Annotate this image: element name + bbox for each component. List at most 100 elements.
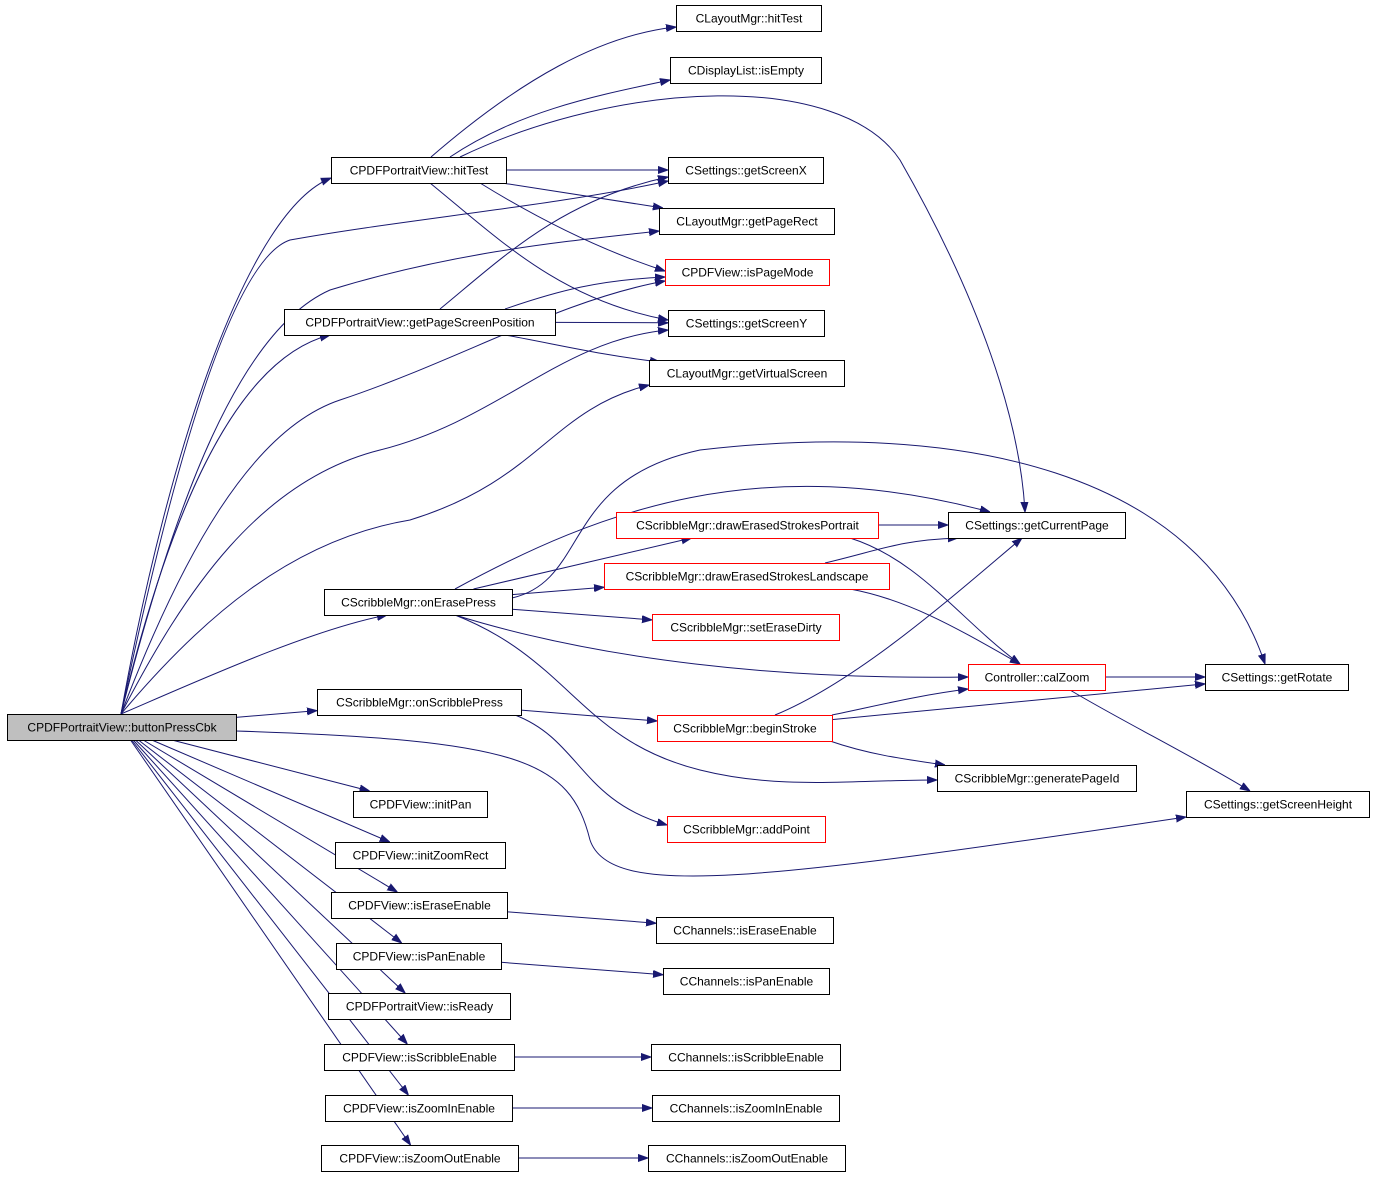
node-ch-isEraseEnable[interactable]: CChannels::isEraseEnable bbox=[656, 917, 834, 944]
edge-root-to-isZoomOutEnable bbox=[130, 739, 411, 1145]
node-getScreenX[interactable]: CSettings::getScreenX bbox=[668, 157, 824, 184]
edge-root-to-getPageScreenPosition bbox=[120, 335, 330, 715]
node-label: CSettings::getScreenHeight bbox=[1204, 798, 1353, 812]
node-addPoint[interactable]: CScribbleMgr::addPoint bbox=[667, 816, 826, 843]
node-label: CSettings::getRotate bbox=[1222, 671, 1333, 685]
edge-onScribblePress-to-beginStroke bbox=[520, 709, 657, 721]
node-root: CPDFPortraitView::buttonPressCbk bbox=[7, 714, 237, 741]
edge-hitTest-to-dl_isEmpty bbox=[449, 80, 670, 158]
node-getScreenY[interactable]: CSettings::getScreenY bbox=[668, 310, 825, 337]
node-isReady[interactable]: CPDFPortraitView::isReady bbox=[328, 993, 511, 1020]
node-isEraseEnable[interactable]: CPDFView::isEraseEnable bbox=[331, 892, 508, 919]
node-getScreenHeight[interactable]: CSettings::getScreenHeight bbox=[1186, 791, 1370, 818]
node-label: CScribbleMgr::generatePageId bbox=[955, 772, 1120, 786]
node-ch-isScribbleEnable[interactable]: CChannels::isScribbleEnable bbox=[651, 1044, 841, 1071]
node-drawELandscape[interactable]: CScribbleMgr::drawErasedStrokesLandscape bbox=[604, 563, 890, 590]
node-isZoomInEnable[interactable]: CPDFView::isZoomInEnable bbox=[325, 1095, 513, 1122]
edge-onErasePress-to-generatePageId bbox=[454, 614, 937, 783]
node-box bbox=[652, 614, 840, 641]
edge-beginStroke-to-generatePageId bbox=[829, 740, 945, 765]
node-label: CChannels::isZoomInEnable bbox=[670, 1102, 823, 1116]
edge-getPageScreenPosition-to-getVirtualScreen bbox=[504, 334, 660, 362]
node-getPageRect[interactable]: CLayoutMgr::getPageRect bbox=[659, 208, 835, 235]
edge-root-to-getVirtualScreen bbox=[120, 385, 649, 715]
node-calZoom[interactable]: Controller::calZoom bbox=[968, 664, 1106, 691]
node-onScribblePress[interactable]: CScribbleMgr::onScribblePress bbox=[317, 689, 522, 716]
node-box bbox=[668, 310, 825, 337]
edge-root-to-getScreenHeight bbox=[235, 730, 1186, 877]
node-label: CLayoutMgr::getVirtualScreen bbox=[667, 367, 828, 381]
edge-root-to-initPan bbox=[171, 739, 370, 791]
node-box bbox=[324, 589, 513, 616]
node-box bbox=[667, 816, 826, 843]
node-box bbox=[317, 689, 522, 716]
node-initPan[interactable]: CPDFView::initPan bbox=[353, 791, 488, 818]
node-isPageMode[interactable]: CPDFView::isPageMode bbox=[665, 259, 830, 286]
node-isZoomOutEnable[interactable]: CPDFView::isZoomOutEnable bbox=[321, 1145, 519, 1172]
node-box bbox=[937, 765, 1137, 792]
node-label: CLayoutMgr::hitTest bbox=[696, 12, 803, 26]
edge-getPageScreenPosition-to-getScreenX bbox=[439, 177, 668, 310]
node-box bbox=[652, 1095, 840, 1122]
node-box bbox=[331, 157, 507, 184]
node-setEraseDirty[interactable]: CScribbleMgr::setEraseDirty bbox=[652, 614, 840, 641]
edge-root-to-getPageRect bbox=[120, 231, 659, 715]
node-box bbox=[656, 917, 834, 944]
node-isScribbleEnable[interactable]: CPDFView::isScribbleEnable bbox=[324, 1044, 515, 1071]
node-label: CPDFView::isPageMode bbox=[682, 266, 814, 280]
node-dl-isEmpty[interactable]: CDisplayList::isEmpty bbox=[670, 57, 822, 84]
node-hitTest[interactable]: CPDFPortraitView::hitTest bbox=[331, 157, 507, 184]
edge-root-to-isZoomInEnable bbox=[131, 739, 409, 1095]
edge-hitTest-to-isPageMode bbox=[479, 182, 665, 271]
edge-onErasePress-to-drawELandscape bbox=[511, 587, 604, 596]
node-box bbox=[604, 563, 890, 590]
edge-hitTest-to-getCurrentPage bbox=[459, 95, 1025, 512]
node-box bbox=[7, 714, 237, 741]
node-ch-isZoomOutEnable[interactable]: CChannels::isZoomOutEnable bbox=[648, 1145, 846, 1172]
node-isPanEnable[interactable]: CPDFView::isPanEnable bbox=[336, 943, 502, 970]
edge-onErasePress-to-calZoom bbox=[454, 614, 968, 677]
edge-root-to-onScribblePress bbox=[235, 711, 317, 718]
node-label: CSettings::getCurrentPage bbox=[965, 519, 1109, 533]
node-box bbox=[328, 993, 511, 1020]
edge-layer bbox=[120, 27, 1265, 1158]
edge-beginStroke-to-calZoom bbox=[831, 689, 968, 716]
node-initZoomRect[interactable]: CPDFView::initZoomRect bbox=[335, 842, 506, 869]
node-label: CLayoutMgr::getPageRect bbox=[676, 215, 818, 229]
node-beginStroke[interactable]: CScribbleMgr::beginStroke bbox=[657, 715, 833, 742]
node-label: CPDFView::isEraseEnable bbox=[348, 899, 491, 913]
node-box bbox=[649, 360, 845, 387]
edge-getPageScreenPosition-to-isPageMode bbox=[504, 277, 665, 310]
edge-beginStroke-to-getCurrentPage bbox=[774, 538, 1022, 716]
node-lm-hitTest[interactable]: CLayoutMgr::hitTest bbox=[676, 5, 822, 32]
node-box bbox=[948, 512, 1126, 539]
node-drawEPortrait[interactable]: CScribbleMgr::drawErasedStrokesPortrait bbox=[616, 512, 879, 539]
node-ch-isPanEnable[interactable]: CChannels::isPanEnable bbox=[663, 968, 830, 995]
node-label: CPDFPortraitView::getPageScreenPosition bbox=[305, 316, 534, 330]
node-box bbox=[663, 968, 830, 995]
edge-beginStroke-to-getRotate bbox=[831, 684, 1205, 721]
node-box bbox=[657, 715, 833, 742]
node-label: CScribbleMgr::onScribblePress bbox=[336, 696, 503, 710]
edge-onErasePress-to-getRotate bbox=[511, 441, 1265, 664]
node-getCurrentPage[interactable]: CSettings::getCurrentPage bbox=[948, 512, 1126, 539]
node-label: CPDFView::initZoomRect bbox=[353, 849, 489, 863]
node-ch-isZoomInEnable[interactable]: CChannels::isZoomInEnable bbox=[652, 1095, 840, 1122]
node-box bbox=[648, 1145, 846, 1172]
node-generatePageId[interactable]: CScribbleMgr::generatePageId bbox=[937, 765, 1137, 792]
node-getVirtualScreen[interactable]: CLayoutMgr::getVirtualScreen bbox=[649, 360, 845, 387]
node-box bbox=[1205, 664, 1349, 691]
node-label: CSettings::getScreenY bbox=[686, 317, 807, 331]
node-label: CPDFView::isZoomOutEnable bbox=[339, 1152, 501, 1166]
node-onErasePress[interactable]: CScribbleMgr::onErasePress bbox=[324, 589, 513, 616]
node-layer: CPDFPortraitView::buttonPressCbkCPDFPort… bbox=[7, 5, 1370, 1172]
node-getPageScreenPosition[interactable]: CPDFPortraitView::getPageScreenPosition bbox=[284, 309, 556, 336]
node-box bbox=[321, 1145, 519, 1172]
edge-hitTest-to-lm_hitTest bbox=[430, 27, 676, 158]
node-label: CScribbleMgr::addPoint bbox=[683, 823, 810, 837]
node-box bbox=[353, 791, 488, 818]
node-box bbox=[324, 1044, 515, 1071]
node-getRotate[interactable]: CSettings::getRotate bbox=[1205, 664, 1349, 691]
node-label: CPDFView::isZoomInEnable bbox=[343, 1102, 495, 1116]
